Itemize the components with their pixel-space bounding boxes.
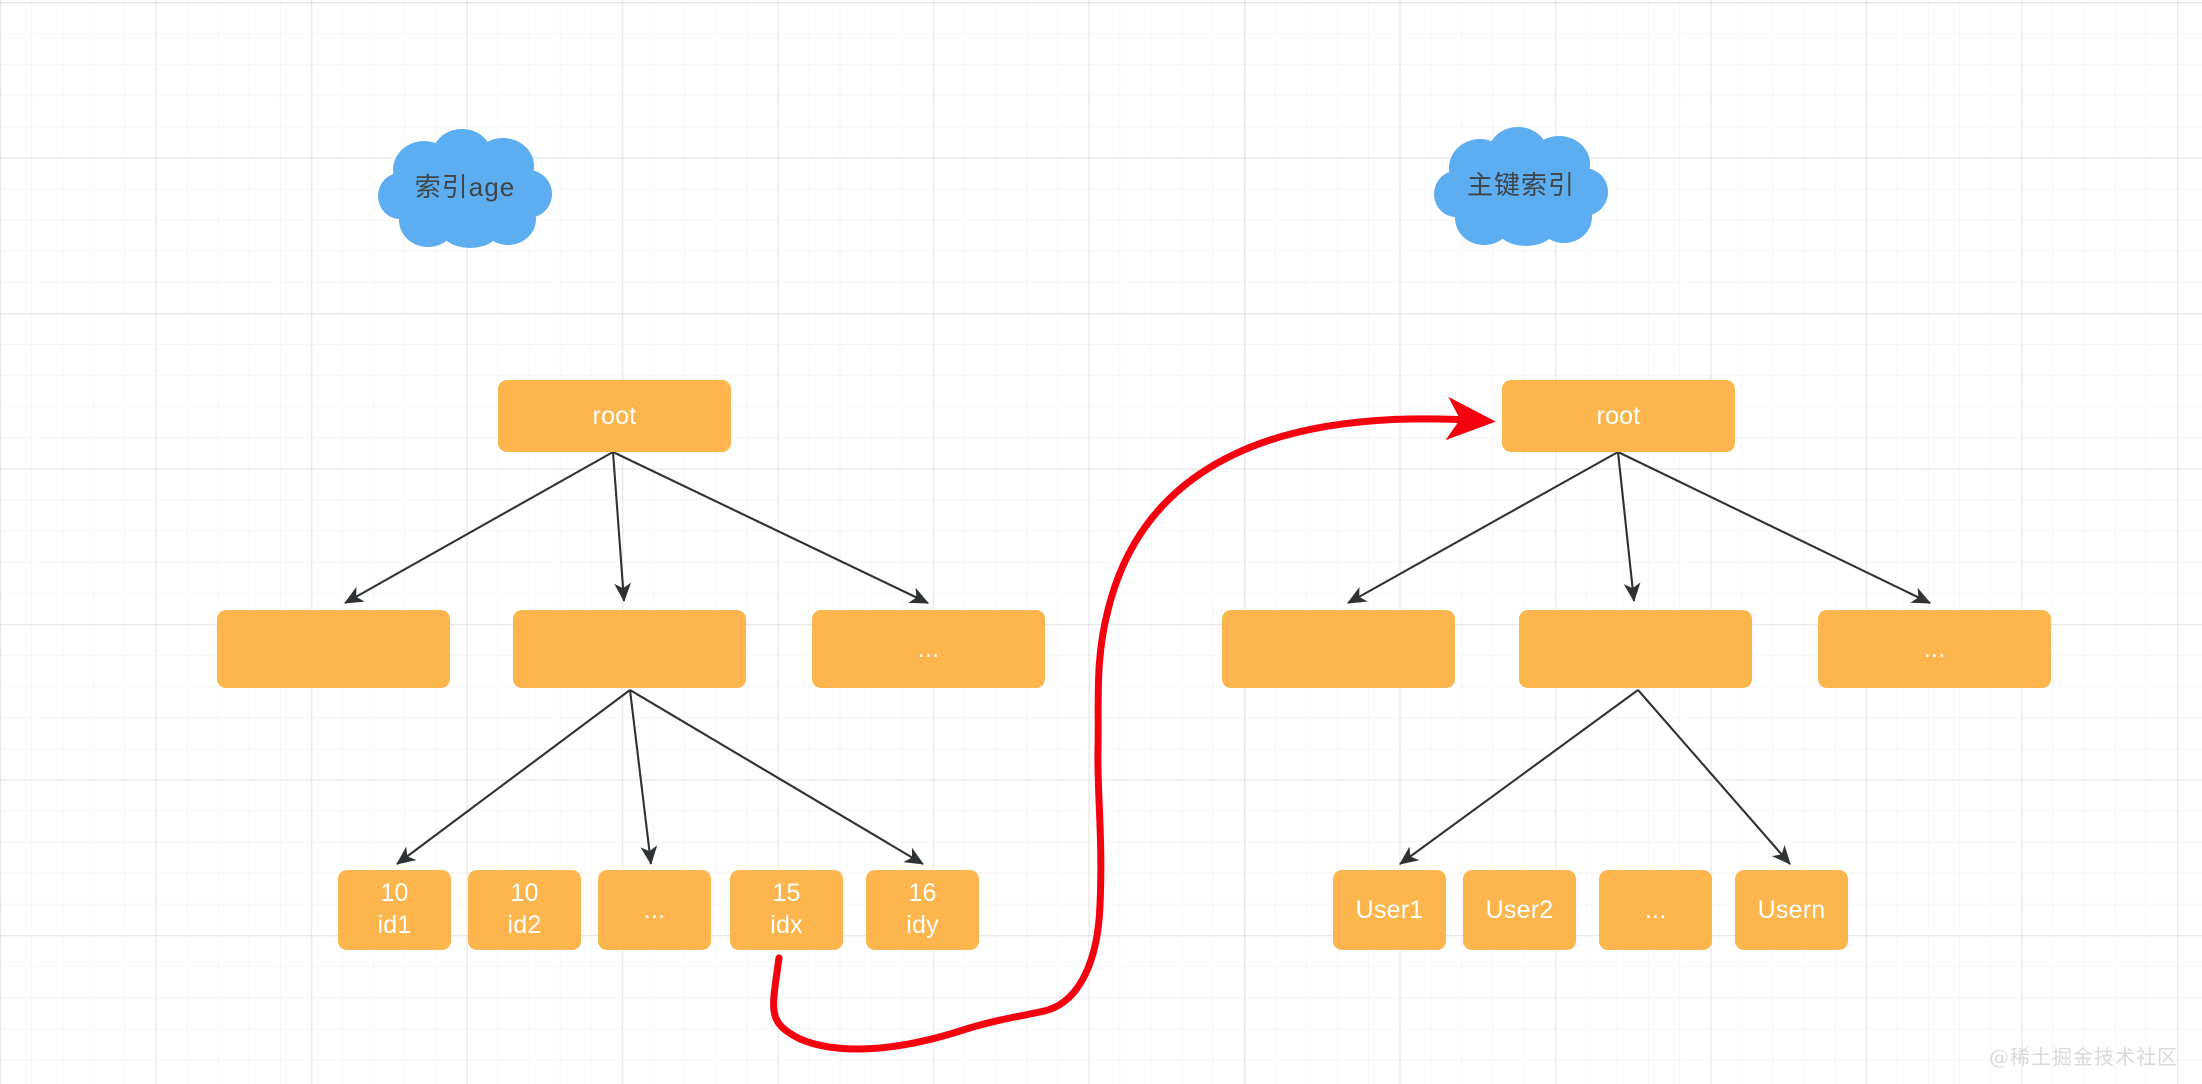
right-tree-root-edges <box>1347 451 1931 604</box>
cloud-index-age: 索引age <box>378 124 552 248</box>
leaf-key: 15 <box>772 879 801 907</box>
right-tree-mid-node-2[interactable] <box>1519 610 1752 688</box>
leaf-id: Usern <box>1757 896 1826 924</box>
leaf-id: ... <box>643 896 666 924</box>
cloud-shape-icon <box>1434 127 1608 246</box>
cloud-index-age-label: 索引age <box>414 171 516 202</box>
leaf-key: 10 <box>380 879 409 907</box>
leaf-id: id1 <box>377 911 412 939</box>
node-label: root <box>592 402 637 430</box>
left-tree-leaf-node-1[interactable]: 10 id1 <box>338 870 451 950</box>
left-tree-leaf-node-2[interactable]: 10 id2 <box>468 870 581 950</box>
left-tree-leaf-node-5[interactable]: 16 idy <box>866 870 979 950</box>
left-tree-mid-node-2[interactable] <box>513 610 746 688</box>
lookup-back-highlight-arrow <box>770 396 1496 1053</box>
left-tree-root-node[interactable]: root <box>498 380 731 452</box>
leaf-key: 16 <box>908 879 937 907</box>
right-tree-leaf-node-1[interactable]: User1 <box>1333 870 1446 950</box>
right-tree-leaf-node-2[interactable]: User2 <box>1463 870 1576 950</box>
cloud-primary-index: 主键索引 <box>1434 122 1608 246</box>
leaf-id: idy <box>906 911 939 939</box>
left-tree-leaf-node-4[interactable]: 15 idx <box>730 870 843 950</box>
left-tree-mid-node-1[interactable] <box>217 610 450 688</box>
leaf-id: User2 <box>1485 896 1554 924</box>
leaf-id: ... <box>1644 896 1667 924</box>
cloud-primary-index-label: 主键索引 <box>1466 169 1575 200</box>
leaf-id: id2 <box>507 911 542 939</box>
right-tree-leaf-node-4[interactable]: Usern <box>1735 870 1848 950</box>
node-label: root <box>1596 402 1641 430</box>
leaf-id: User1 <box>1355 896 1424 924</box>
node-label: ... <box>1923 635 1946 663</box>
left-tree-root-edges <box>344 451 929 604</box>
left-tree-mid-node-3[interactable]: ... <box>812 610 1045 688</box>
right-tree-mid-node-3[interactable]: ... <box>1818 610 2051 688</box>
watermark: @稀土掘金技术社区 <box>1989 1045 2178 1069</box>
right-tree-leaf-node-3[interactable]: ... <box>1599 870 1712 950</box>
left-tree-leaf-node-3[interactable]: ... <box>598 870 711 950</box>
leaf-key: 10 <box>510 879 539 907</box>
cloud-shape-icon <box>378 129 552 248</box>
leaf-id: idx <box>770 911 803 939</box>
right-tree-root-node[interactable]: root <box>1502 380 1735 452</box>
left-tree-mid-edges <box>396 689 924 866</box>
right-tree-mid-edges <box>1399 689 1791 865</box>
right-tree-mid-node-1[interactable] <box>1222 610 1455 688</box>
node-label: ... <box>917 635 940 663</box>
